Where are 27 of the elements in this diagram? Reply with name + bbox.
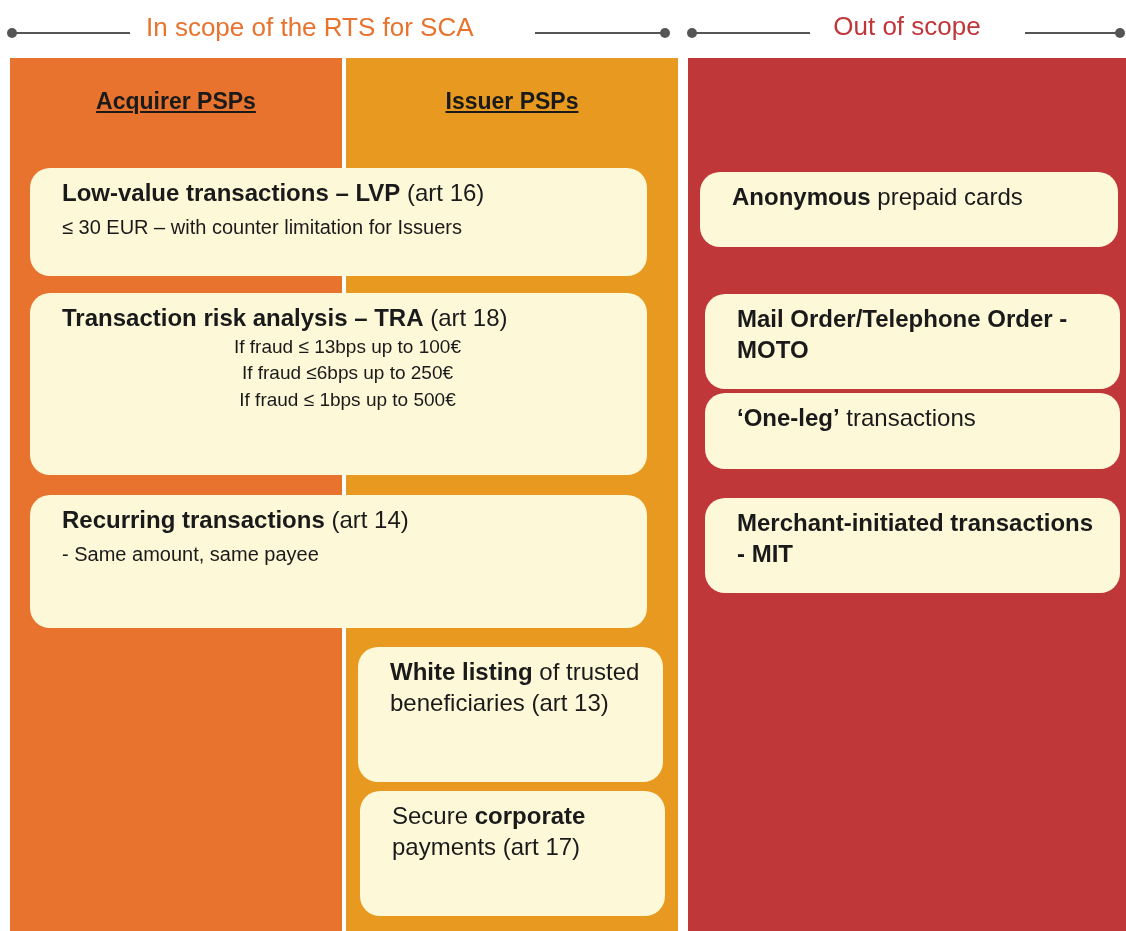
card-text: If fraud ≤ 1bps up to 500€ bbox=[238, 387, 457, 412]
exemption-card bbox=[30, 293, 647, 475]
card-title: Recurring transactions (art 14) bbox=[62, 505, 410, 535]
card-text: - Same amount, same payee bbox=[62, 541, 320, 567]
column-heading: Issuer PSPs bbox=[445, 88, 579, 114]
card-title: Secure corporate payments (art 17) bbox=[392, 801, 587, 862]
column-heading: Acquirer PSPs bbox=[96, 88, 256, 114]
exemption-card bbox=[705, 294, 1120, 389]
exemption-card bbox=[700, 172, 1118, 247]
card-title: Anonymous prepaid cards bbox=[732, 182, 1024, 212]
card-title: Merchant-initiated transactions - MIT bbox=[737, 508, 1095, 569]
card-text: ≤ 30 EUR – with counter limitation for Issuers bbox=[62, 214, 464, 240]
column-heading: Out of scope bbox=[833, 11, 981, 41]
card-title: Mail Order/Telephone Order - MOTO bbox=[737, 304, 1069, 365]
exemption-card bbox=[358, 647, 663, 782]
exemption-card bbox=[30, 495, 647, 628]
card-text: If fraud ≤6bps up to 250€ bbox=[240, 361, 455, 386]
exemption-card bbox=[705, 393, 1120, 469]
section-heading: In scope of the RTS for SCA bbox=[146, 12, 474, 43]
card-title: Transaction risk analysis – TRA (art 18) bbox=[62, 303, 509, 333]
exemption-card bbox=[705, 498, 1120, 593]
card-title: White listing of trusted beneficiaries (art 13) bbox=[390, 657, 641, 718]
card-title: Low-value transactions – LVP (art 16) bbox=[62, 178, 486, 208]
exemption-card bbox=[30, 168, 647, 276]
exemption-card bbox=[360, 791, 665, 916]
card-title: ‘One-leg’ transactions bbox=[737, 403, 977, 433]
card-text: If fraud ≤ 13bps up to 100€ bbox=[233, 334, 462, 359]
